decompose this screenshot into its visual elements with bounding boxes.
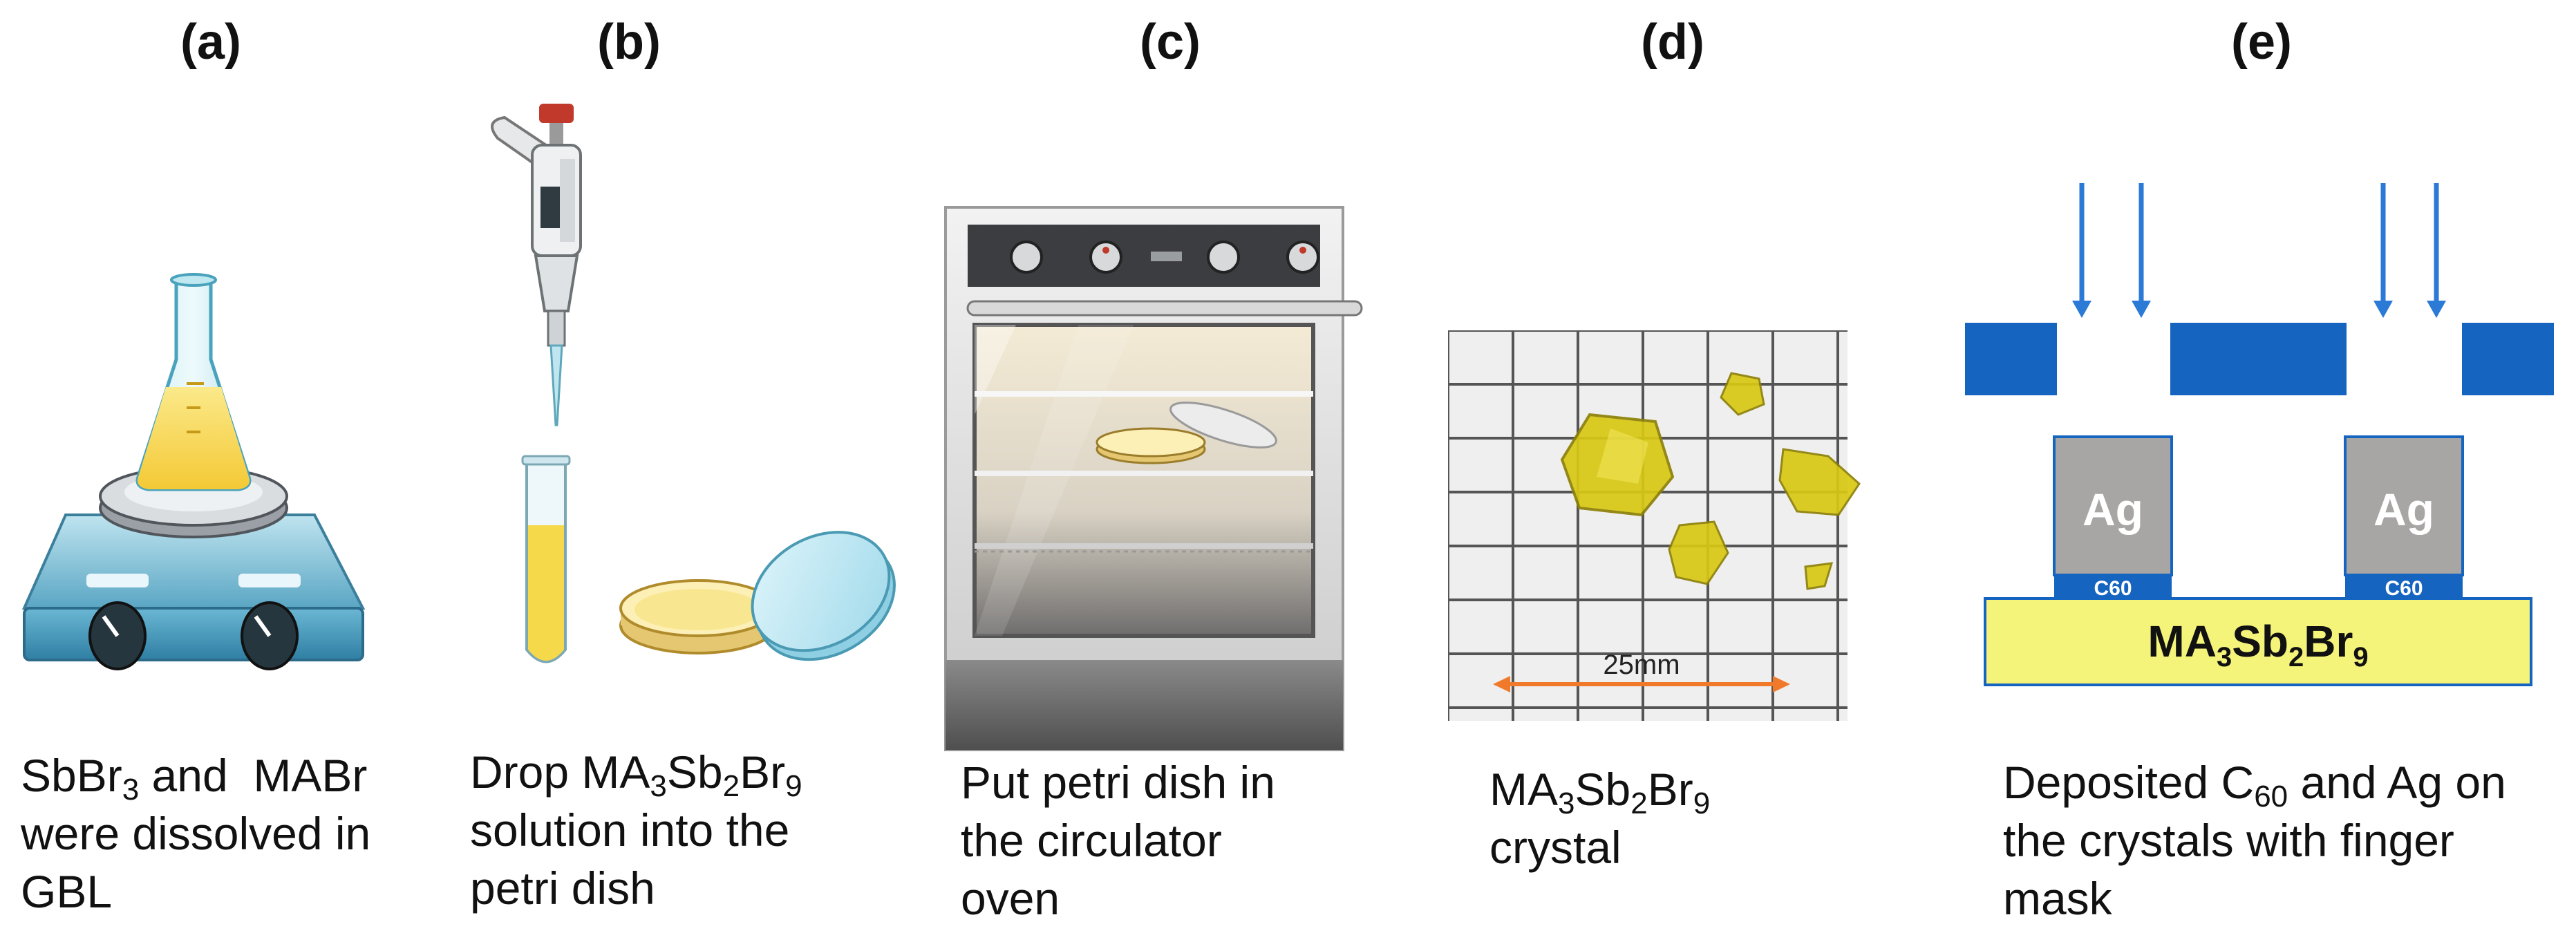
caption-e: Deposited C60 and Ag on the crystals wit… <box>2003 753 2506 927</box>
caption-a-line3: GBL <box>21 866 113 917</box>
silver-electrode <box>2344 435 2464 576</box>
caption-a: SbBr3 and MABr were dissolved in GBL <box>21 746 370 921</box>
panel-label-a: (a) <box>180 15 241 70</box>
caption-b: Drop MA3Sb2Br9 solution into the petri d… <box>470 743 802 917</box>
scale-bar-label: 25mm <box>1603 650 1680 680</box>
pipette-icon <box>491 104 582 426</box>
knob-icon <box>241 601 299 670</box>
caption-d-line1: MA3Sb2Br9 <box>1489 764 1711 820</box>
circulator-oven-icon <box>944 206 1363 751</box>
caption-e-line1: Deposited C60 and Ag on <box>2003 757 2506 813</box>
electrode-label: Ag <box>2373 484 2434 535</box>
c60-layer <box>2345 575 2463 599</box>
finger-mask-bar <box>2462 323 2554 395</box>
panel-label-e: (e) <box>2231 15 2292 70</box>
caption-e-line3: mask <box>2003 873 2112 924</box>
crystal-photo: 25mm <box>1448 330 1861 721</box>
petri-dish-icon <box>619 531 896 661</box>
hotplate-stirrer <box>21 466 366 661</box>
arrow-down-icon <box>2132 183 2151 318</box>
substrate-label: MA3Sb2Br9 <box>2147 616 2368 672</box>
arrow-down-icon <box>2072 183 2091 318</box>
panel-label-b: (b) <box>597 15 661 70</box>
caption-c: Put petri dish in the circulator oven <box>961 753 1275 927</box>
finger-mask-bar <box>1965 323 2057 395</box>
silver-electrode <box>2053 435 2173 576</box>
caption-d: MA3Sb2Br9 crystal <box>1489 760 1710 876</box>
c60-label: C60 <box>2385 577 2423 600</box>
c60-label: C60 <box>2094 577 2132 600</box>
electrode-label: Ag <box>2083 484 2143 535</box>
caption-a-line2: were dissolved in <box>21 808 371 859</box>
panel-label-d: (d) <box>1641 15 1704 70</box>
crystal-substrate <box>1984 597 2532 686</box>
caption-c-line3: oven <box>961 873 1060 924</box>
knob-icon <box>88 601 147 670</box>
erlenmeyer-flask-icon <box>135 273 252 491</box>
caption-c-line1: Put petri dish in <box>961 757 1275 808</box>
caption-b-line2: solution into the <box>470 804 790 856</box>
caption-b-line1: Drop MA3Sb2Br9 <box>470 746 802 803</box>
caption-d-line2: crystal <box>1489 822 1621 873</box>
arrow-down-icon <box>2373 183 2393 318</box>
caption-b-line3: petri dish <box>470 863 655 914</box>
caption-e-line2: the crystals with finger <box>2003 815 2454 866</box>
caption-c-line2: the circulator <box>961 815 1222 866</box>
deposition-schematic: Ag Ag C60 C60 MA3Sb2Br9 <box>1965 183 2554 686</box>
test-tube-icon <box>521 455 571 663</box>
caption-a-line1: SbBr3 and MABr <box>21 750 368 807</box>
arrow-down-icon <box>2427 183 2446 318</box>
panel-label-c: (c) <box>1140 15 1201 70</box>
c60-layer <box>2054 575 2172 599</box>
finger-mask-bar <box>2170 323 2347 395</box>
